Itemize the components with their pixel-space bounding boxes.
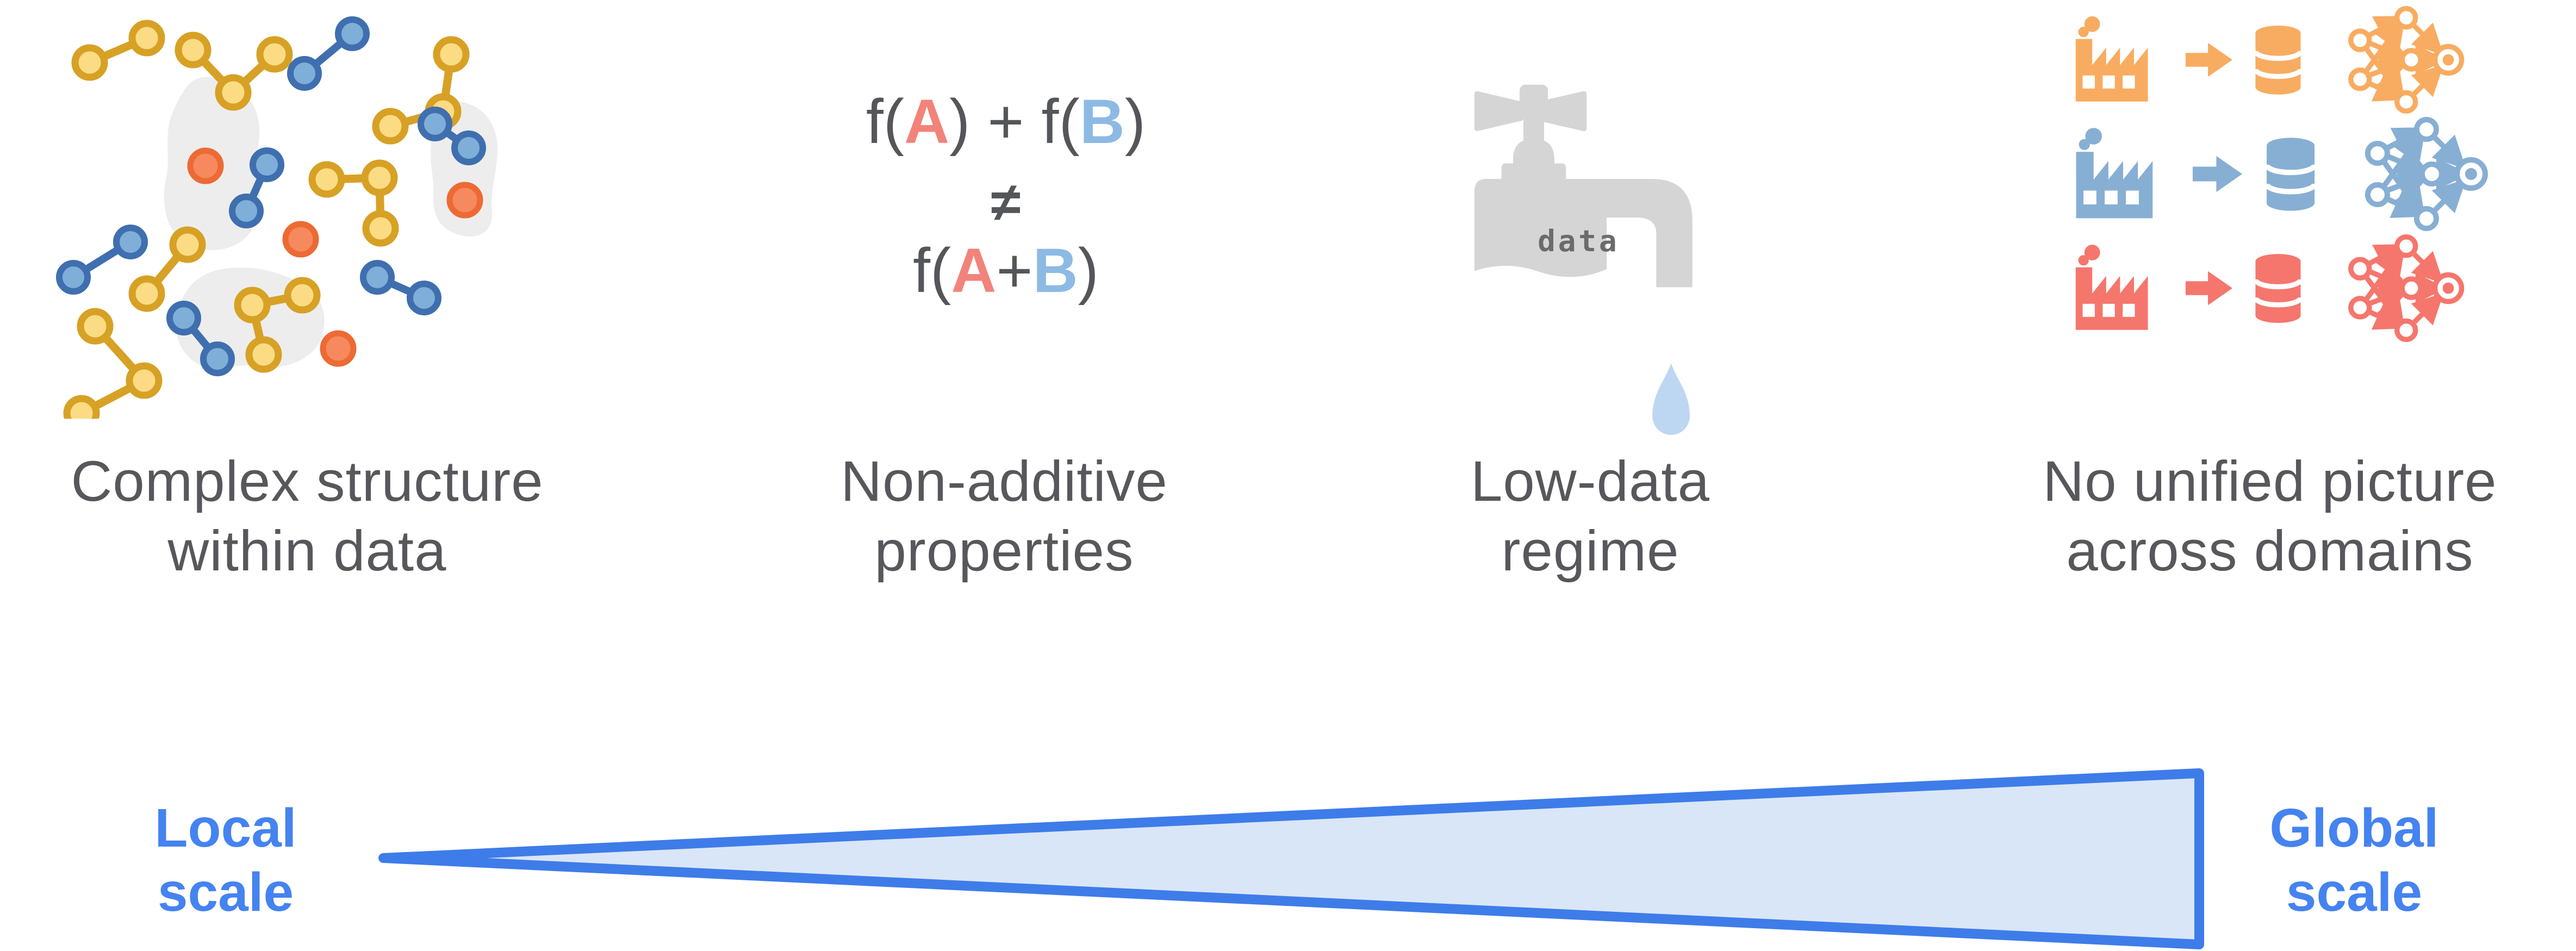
caption-complex-structure: Complex structure within data bbox=[71, 450, 544, 583]
formula-token-B: B bbox=[1032, 236, 1078, 306]
pipeline-row-red bbox=[2069, 231, 2469, 345]
arrow-right-icon bbox=[2186, 42, 2233, 77]
pipeline-row-orange bbox=[2069, 3, 2469, 117]
database-icon bbox=[2253, 253, 2304, 323]
factory-icon bbox=[2075, 245, 2148, 330]
database-icon bbox=[2253, 25, 2304, 95]
neural-network-icon bbox=[2348, 234, 2465, 343]
factory-icon bbox=[2076, 128, 2153, 219]
yellow-molecule bbox=[63, 20, 470, 419]
data-faucet-icon: data bbox=[1474, 84, 1693, 435]
scale-wedge bbox=[378, 768, 2204, 949]
formula-token-B: B bbox=[1079, 87, 1125, 157]
caption-no-unified-picture: No unified picture across domains bbox=[2043, 450, 2497, 583]
neural-network-icon bbox=[2348, 5, 2465, 114]
blue-molecule bbox=[56, 16, 486, 376]
formula-bottom-line: f(A+B) bbox=[913, 236, 1099, 306]
orange-atom bbox=[187, 147, 483, 367]
pipeline-row-blue bbox=[2069, 114, 2493, 235]
domain-pipelines bbox=[2069, 3, 2488, 345]
faucet-data-label: data bbox=[1538, 223, 1619, 258]
arrow-right-icon bbox=[2186, 271, 2233, 306]
caption-low-data: Low-data regime bbox=[1471, 450, 1710, 583]
molecule-cluster-icon bbox=[56, 16, 498, 419]
faucet-body bbox=[1474, 84, 1693, 288]
global-scale-label: Global scale bbox=[2269, 798, 2439, 923]
caption-non-additive: Non-additive properties bbox=[841, 450, 1168, 583]
arrow-right-icon bbox=[2192, 156, 2243, 192]
factory-icon bbox=[2075, 16, 2148, 102]
formula-token-A: A bbox=[904, 87, 950, 157]
formula-token-A: A bbox=[951, 236, 997, 306]
not-equal-sign: ≠ bbox=[991, 172, 1021, 233]
local-scale-label: Local scale bbox=[154, 798, 297, 923]
neural-network-icon bbox=[2365, 117, 2488, 232]
database-icon bbox=[2264, 137, 2318, 211]
water-droplet-icon bbox=[1652, 363, 1690, 435]
formula-top-line: f(A) + f(B) bbox=[866, 87, 1146, 157]
